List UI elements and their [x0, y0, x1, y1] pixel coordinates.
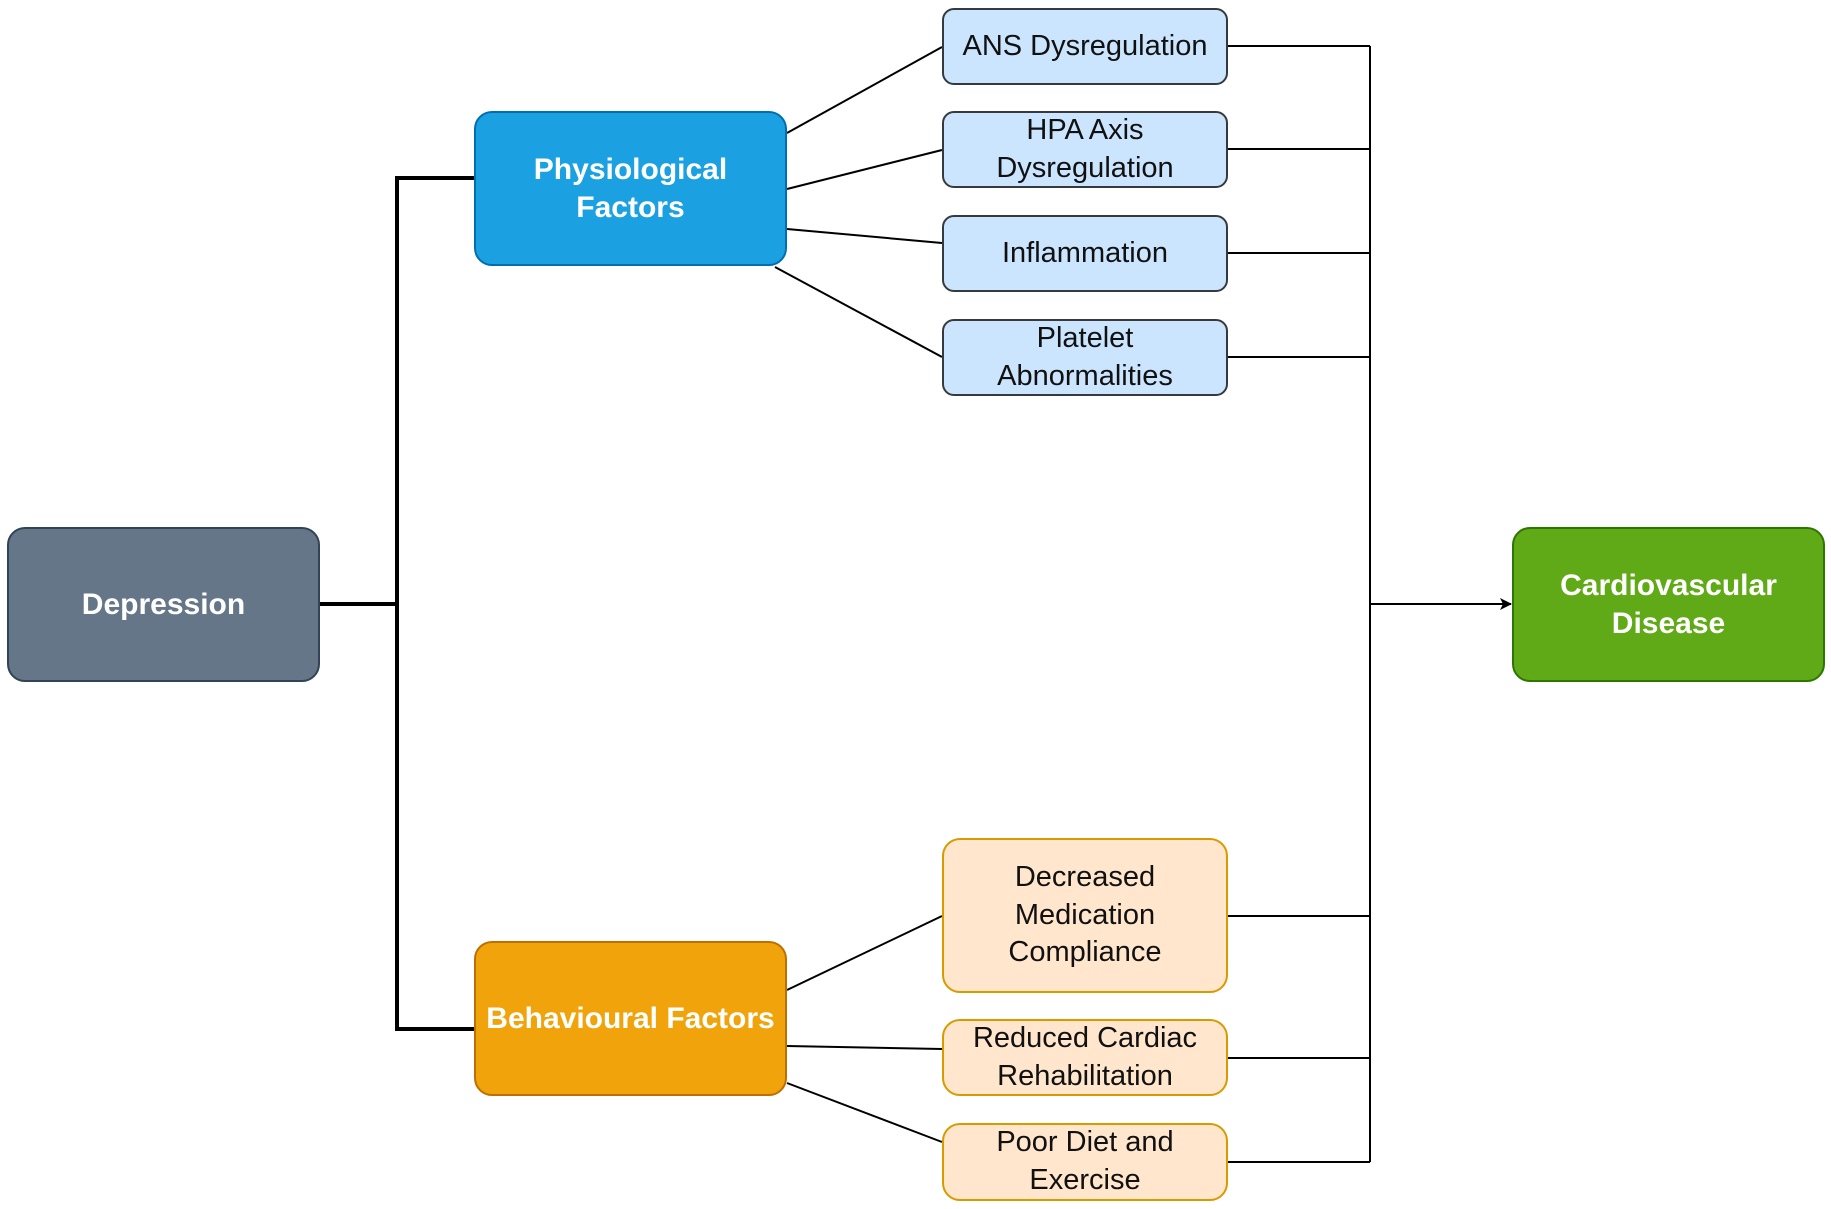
- edge-behav-medcomp: [786, 915, 943, 991]
- platelet-abnormalities-node: Platelet Abnormalities: [942, 319, 1228, 396]
- behavioural-factors-node: Behavioural Factors: [474, 941, 787, 1096]
- edge-physio-platelet: [774, 266, 943, 358]
- edge-physio-inflammation: [786, 228, 943, 244]
- behavioural-factors-label: Behavioural Factors: [486, 1001, 775, 1035]
- depression-node: Depression: [7, 527, 320, 682]
- depression-label: Depression: [81, 587, 246, 621]
- inflammation-node: Inflammation: [942, 215, 1228, 292]
- edge-behav-cardrehab: [786, 1045, 943, 1050]
- inflammation-label: Inflammation: [1001, 236, 1168, 269]
- poor-diet-and-exercise-node: Poor Diet and Exercise: [942, 1123, 1228, 1201]
- physiological-factors-node: Physiological Factors: [474, 111, 787, 266]
- reduced-cardiac-rehabilitation-label: Reduced Cardiac Rehabilitation: [972, 1021, 1198, 1092]
- edge-behav-diet: [786, 1082, 943, 1143]
- platelet-abnormalities-label: Platelet Abnormalities: [997, 321, 1173, 392]
- cardiovascular-disease-node: Cardiovascular Disease: [1512, 527, 1825, 682]
- ans-dysregulation-node: ANS Dysregulation: [942, 8, 1228, 85]
- hpa-axis-dysregulation-label: HPA Axis Dysregulation: [996, 113, 1174, 184]
- edge-physio-ans: [786, 46, 943, 134]
- hpa-axis-dysregulation-node: HPA Axis Dysregulation: [942, 111, 1228, 188]
- edge-physio-hpa: [786, 149, 943, 190]
- cardiovascular-disease-label: Cardiovascular Disease: [1560, 569, 1777, 640]
- ans-dysregulation-label: ANS Dysregulation: [962, 29, 1208, 62]
- edge-depression-behavioural: [395, 604, 474, 1031]
- poor-diet-and-exercise-label: Poor Diet and Exercise: [996, 1126, 1174, 1196]
- decreased-medication-compliance-label: Decreased Medication Compliance: [1008, 860, 1162, 969]
- reduced-cardiac-rehabilitation-node: Reduced Cardiac Rehabilitation: [942, 1019, 1228, 1096]
- edge-depression-physiological: [320, 176, 474, 606]
- decreased-medication-compliance-node: Decreased Medication Compliance: [942, 838, 1228, 993]
- physiological-factors-label: Physiological Factors: [533, 153, 728, 224]
